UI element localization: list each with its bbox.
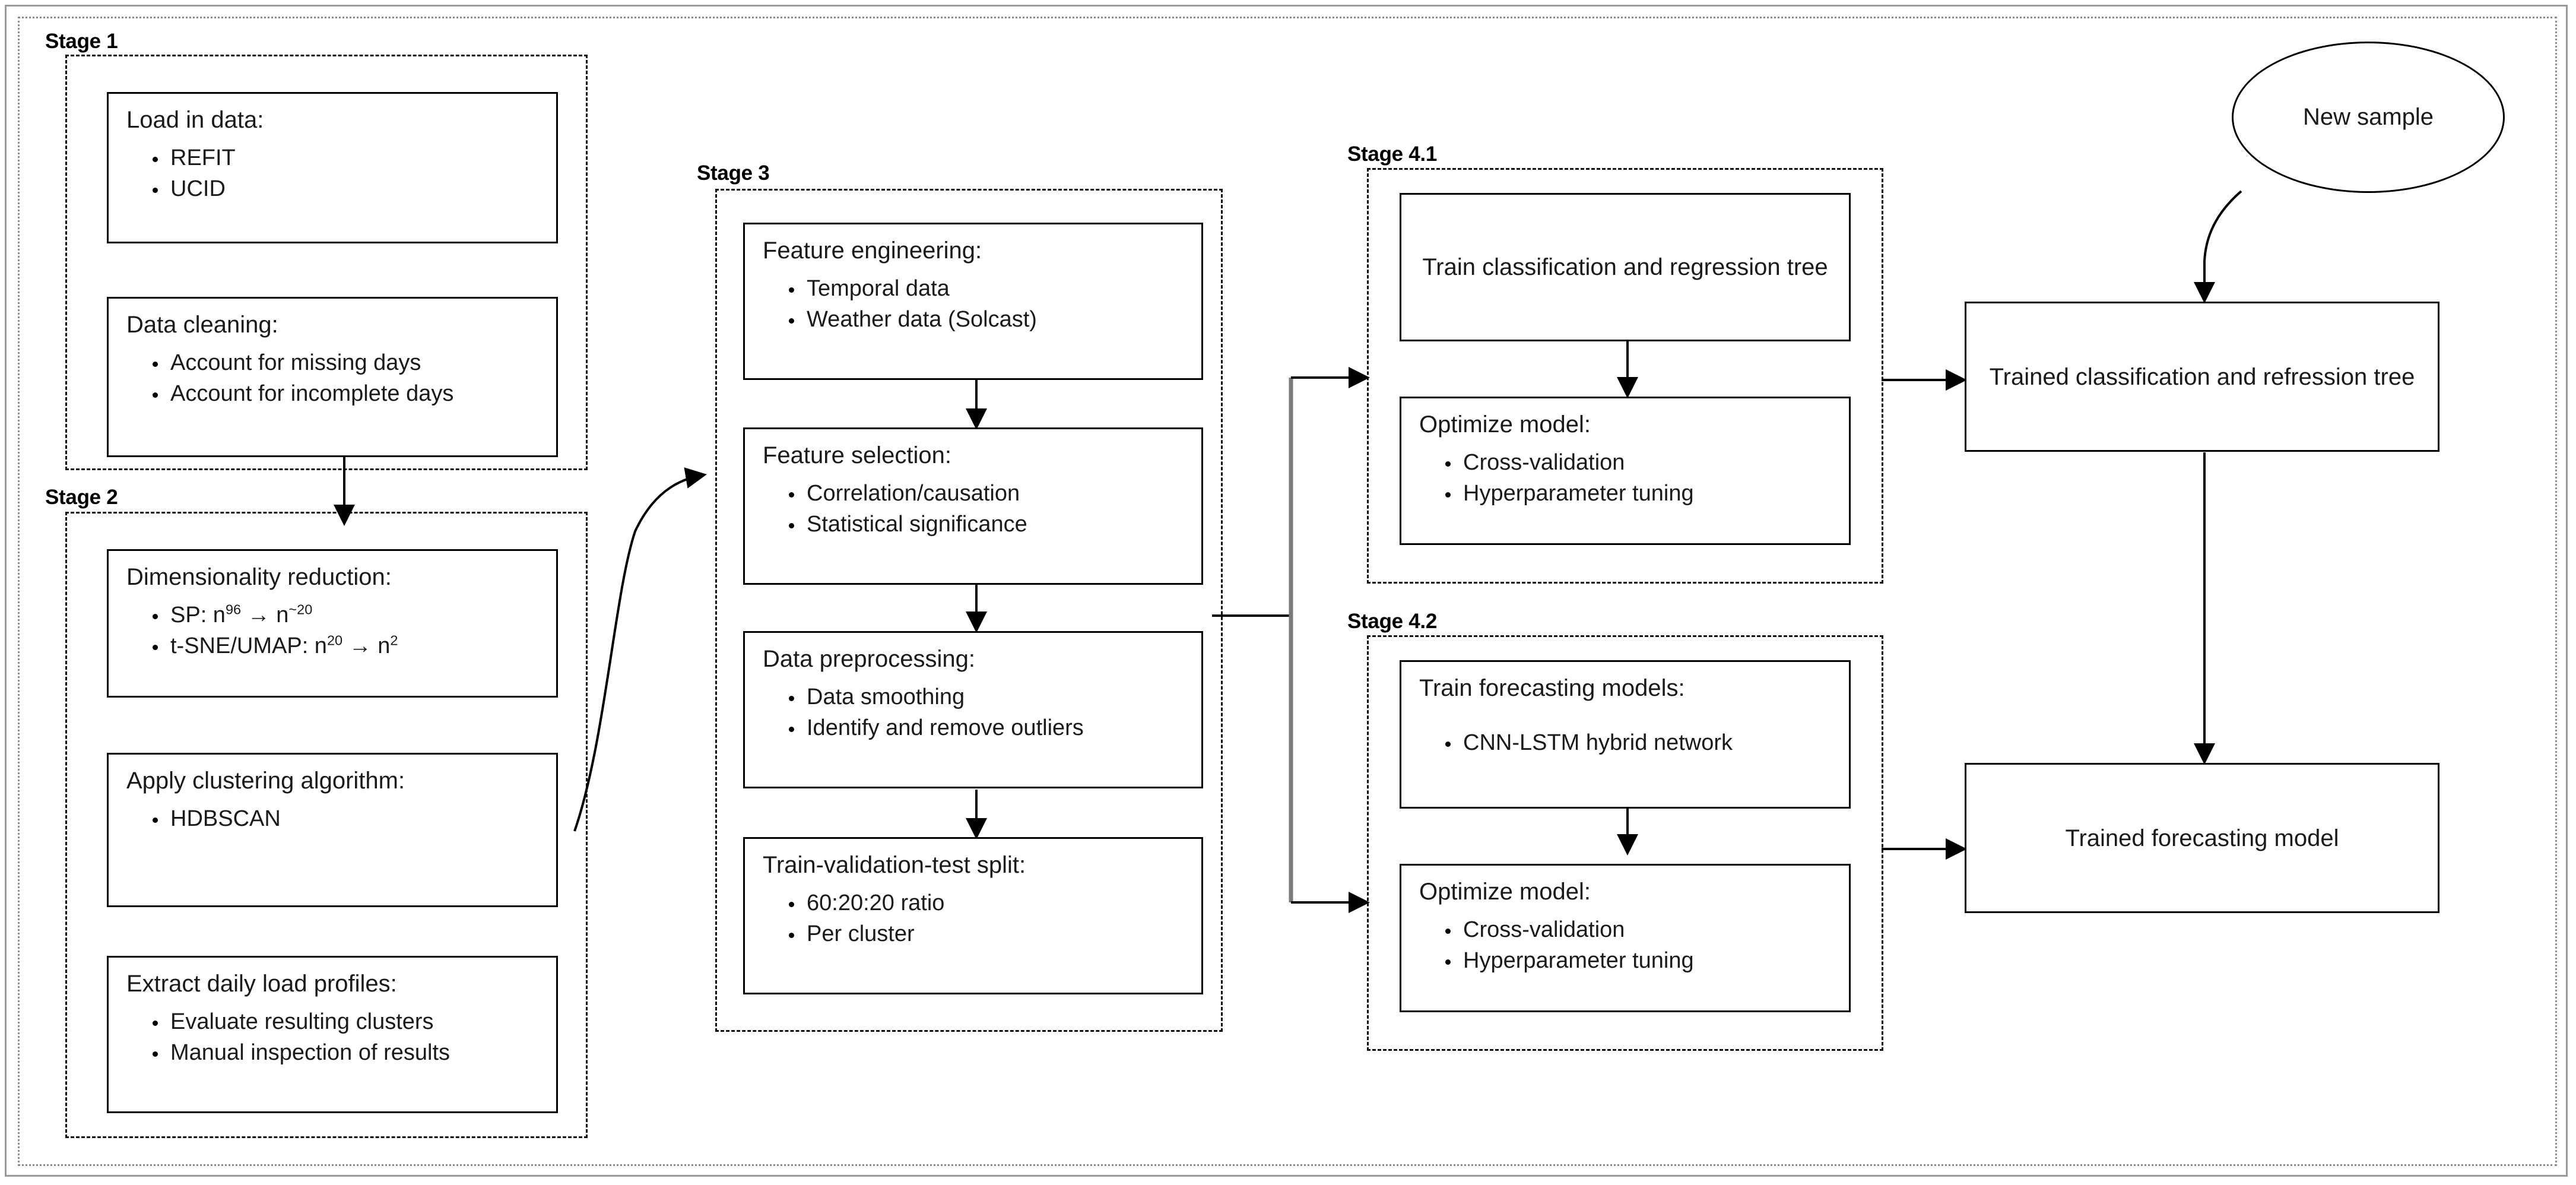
bullet-item: Temporal data (789, 273, 1037, 304)
bullet-list-train-validation-test-split: 60:20:20 ratio Per cluster (776, 888, 944, 950)
box-title-train-forecasting-models: Train forecasting models: (1419, 675, 1685, 701)
bullet-item: t-SNE/UMAP: n20 → n2 (153, 630, 398, 661)
box-trained-classification-and-refression-tree[interactable]: Trained classification and refression tr… (1965, 302, 2439, 452)
bullet-item: Account for incomplete days (152, 378, 453, 409)
bullet-item: Data smoothing (789, 682, 1084, 712)
box-load-in-data[interactable]: Load in data: REFIT UCID (107, 92, 558, 243)
stage-group-stage42 (1367, 635, 1883, 1051)
box-title-data-cleaning: Data cleaning: (126, 312, 278, 338)
box-optimize-model-stage42[interactable]: Optimize model: Cross-validation Hyperpa… (1400, 864, 1851, 1012)
bullet-list-extract-daily-load-profiles: Evaluate resulting clusters Manual inspe… (139, 1006, 450, 1069)
box-apply-clustering-algorithm[interactable]: Apply clustering algorithm: HDBSCAN (107, 753, 558, 907)
bullet-item: HDBSCAN (153, 803, 281, 834)
box-title-extract-daily-load-profiles: Extract daily load profiles: (126, 971, 397, 997)
box-optimize-model-stage41[interactable]: Optimize model: Cross-validation Hyperpa… (1400, 397, 1851, 545)
bullet-item: Cross-validation (1445, 914, 1694, 945)
terminator-new-sample[interactable]: New sample (2232, 42, 2505, 193)
bullet-item: CNN-LSTM hybrid network (1445, 727, 1733, 758)
box-feature-selection[interactable]: Feature selection: Correlation/causation… (743, 427, 1203, 585)
bullet-item: REFIT (153, 142, 236, 173)
bullet-item: 60:20:20 ratio (788, 888, 944, 918)
stage-label-stage1: Stage 1 (44, 30, 122, 53)
box-feature-engineering[interactable]: Feature engineering: Temporal data Weath… (743, 223, 1203, 380)
bullet-item: Hyperparameter tuning (1445, 945, 1694, 976)
box-label-output-forecast: Trained forecasting model (2065, 825, 2339, 851)
bullet-list-data-preprocessing: Data smoothing Identify and remove outli… (776, 682, 1084, 744)
bullet-item: UCID (153, 173, 236, 204)
stage-label-stage2: Stage 2 (44, 486, 122, 509)
box-train-classification-and-regression-tree[interactable]: Train classification and regression tree (1400, 193, 1851, 341)
terminator-label-new-sample: New sample (2302, 104, 2434, 130)
box-train-forecasting-models[interactable]: Train forecasting models: CNN-LSTM hybri… (1400, 660, 1851, 809)
bullet-item: Cross-validation (1445, 447, 1694, 478)
bullet-list-optimize-model-41: Cross-validation Hyperparameter tuning (1432, 447, 1694, 509)
bullet-list-data-cleaning: Account for missing days Account for inc… (139, 347, 453, 410)
stage-group-stage1 (65, 55, 588, 470)
box-title-feature-engineering: Feature engineering: (763, 237, 982, 264)
box-title-feature-selection: Feature selection: (763, 442, 951, 468)
bullet-item: Correlation/causation (789, 478, 1027, 509)
box-data-cleaning[interactable]: Data cleaning: Account for missing days … (107, 297, 558, 457)
box-title-train-validation-test-split: Train-validation-test split: (763, 852, 1026, 878)
bullet-item: Identify and remove outliers (789, 712, 1084, 743)
bullet-item: Manual inspection of results (152, 1037, 450, 1068)
box-data-preprocessing[interactable]: Data preprocessing: Data smoothing Ident… (743, 631, 1203, 788)
box-title-dimensionality-reduction: Dimensionality reduction: (126, 564, 392, 590)
box-trained-forecasting-model[interactable]: Trained forecasting model (1965, 763, 2439, 913)
bullet-item: SP: n96 → n~20 (153, 600, 398, 630)
bullet-item: Account for missing days (152, 347, 453, 378)
bullet-item: Statistical significance (789, 509, 1027, 540)
stage-label-stage41: Stage 4.1 (1346, 142, 1441, 166)
bullet-item: Evaluate resulting clusters (152, 1006, 450, 1037)
stage-label-stage3: Stage 3 (696, 161, 773, 185)
bullet-list-load-in-data: REFIT UCID (139, 142, 236, 205)
box-dimensionality-reduction[interactable]: Dimensionality reduction: SP: n96 → n~20… (107, 549, 558, 698)
bullet-list-dimensionality-reduction: SP: n96 → n~20 t-SNE/UMAP: n20 → n2 (139, 600, 398, 662)
box-title-optimize-model-42: Optimize model: (1419, 879, 1591, 905)
bullet-item: Hyperparameter tuning (1445, 478, 1694, 509)
stage-label-stage42: Stage 4.2 (1346, 610, 1441, 633)
bullet-list-feature-selection: Correlation/causation Statistical signif… (776, 478, 1027, 540)
box-train-validation-test-split[interactable]: Train-validation-test split: 60:20:20 ra… (743, 837, 1203, 994)
box-title-optimize-model-41: Optimize model: (1419, 411, 1591, 438)
bullet-list-optimize-model-42: Cross-validation Hyperparameter tuning (1432, 914, 1694, 977)
box-label-train-cart: Train classification and regression tree (1422, 254, 1828, 280)
box-extract-daily-load-profiles[interactable]: Extract daily load profiles: Evaluate re… (107, 956, 558, 1113)
box-title-apply-clustering-algorithm: Apply clustering algorithm: (126, 768, 405, 794)
bullet-list-train-forecasting-models: CNN-LSTM hybrid network (1432, 727, 1733, 758)
stage-group-stage3 (715, 189, 1223, 1032)
box-title-data-preprocessing: Data preprocessing: (763, 646, 975, 672)
box-label-output-cart: Trained classification and refression tr… (1989, 363, 2415, 390)
bullet-list-apply-clustering-algorithm: HDBSCAN (139, 803, 281, 834)
outer-frame-border (5, 5, 2568, 1177)
bullet-list-feature-engineering: Temporal data Weather data (Solcast) (776, 273, 1037, 335)
inner-dotted-frame-border (18, 17, 2557, 1166)
bullet-item: Weather data (Solcast) (789, 304, 1037, 335)
bullet-item: Per cluster (788, 918, 944, 949)
box-title-load-in-data: Load in data: (126, 107, 264, 133)
